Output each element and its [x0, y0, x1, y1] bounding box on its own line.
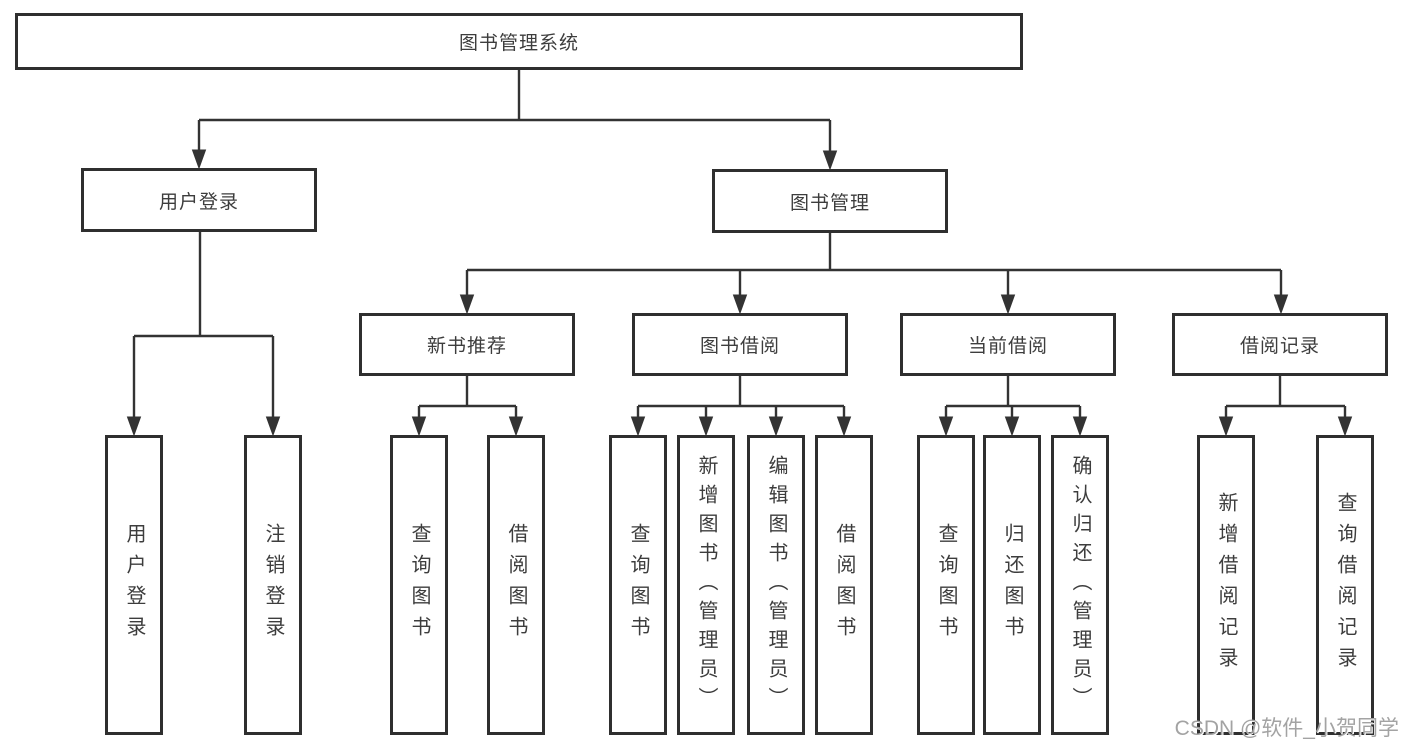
- leaf-add-books-admin: 新增图书（管理员）: [677, 435, 735, 735]
- leaf-borrow-books-recommend: 借阅图书: [487, 435, 545, 735]
- node-current-borrow: 当前借阅: [900, 313, 1116, 376]
- leaf-label: 查询图书: [935, 523, 957, 647]
- node-root: 图书管理系统: [15, 13, 1023, 70]
- node-book-management: 图书管理: [712, 169, 948, 233]
- leaf-query-borrow-record: 查询借阅记录: [1316, 435, 1374, 735]
- leaf-query-books-borrow: 查询图书: [609, 435, 667, 735]
- leaf-label: 查询图书: [408, 523, 430, 647]
- leaf-label: 借阅图书: [505, 523, 527, 647]
- leaf-query-books-recommend: 查询图书: [390, 435, 448, 735]
- leaf-user-login-action: 用户登录: [105, 435, 163, 735]
- node-new-book-recommend: 新书推荐: [359, 313, 575, 376]
- leaf-label: 查询借阅记录: [1334, 492, 1356, 678]
- leaf-add-borrow-record: 新增借阅记录: [1197, 435, 1255, 735]
- leaf-label: 新增借阅记录: [1215, 492, 1237, 678]
- leaf-label: 归还图书: [1001, 523, 1023, 647]
- leaf-logout-action: 注销登录: [244, 435, 302, 735]
- leaf-label: 查询图书: [627, 523, 649, 647]
- leaf-label: 新增图书（管理员）: [695, 454, 717, 716]
- leaf-label: 用户登录: [123, 523, 145, 647]
- node-book-borrow: 图书借阅: [632, 313, 848, 376]
- leaf-label: 编辑图书（管理员）: [765, 454, 787, 716]
- leaf-label: 借阅图书: [833, 523, 855, 647]
- leaf-edit-books-admin: 编辑图书（管理员）: [747, 435, 805, 735]
- node-user-login: 用户登录: [81, 168, 317, 232]
- leaf-return-books: 归还图书: [983, 435, 1041, 735]
- leaf-label: 注销登录: [262, 523, 284, 647]
- leaf-label: 确认归还（管理员）: [1069, 454, 1091, 716]
- leaf-query-books-current: 查询图书: [917, 435, 975, 735]
- leaf-confirm-return-admin: 确认归还（管理员）: [1051, 435, 1109, 735]
- leaf-borrow-books: 借阅图书: [815, 435, 873, 735]
- node-borrow-records: 借阅记录: [1172, 313, 1388, 376]
